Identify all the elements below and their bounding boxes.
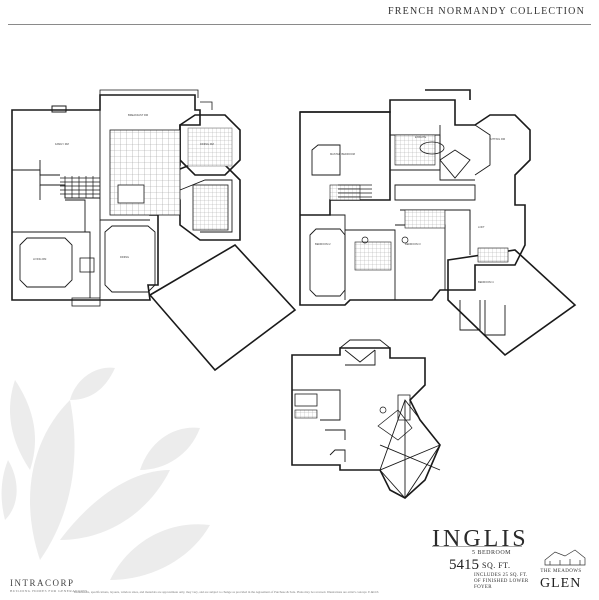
- includes-note: INCLUDES 25 SQ. FT. OF FINISHED LOWER FO…: [474, 573, 529, 590]
- svg-text:ENSUITE: ENSUITE: [415, 135, 427, 139]
- svg-text:BREAKFAST RM: BREAKFAST RM: [128, 113, 148, 117]
- main-floor-plan: [11, 89, 297, 372]
- bedroom-count: 5 BEDROOM: [472, 550, 512, 556]
- collection-title: FRENCH NORMANDY COLLECTION: [388, 6, 585, 17]
- legal-disclaimer: Dimensions, specifications, layouts, win…: [74, 590, 380, 594]
- svg-text:LIVING RM: LIVING RM: [33, 257, 46, 261]
- header-divider: [8, 24, 591, 25]
- loft-floor-plan: [291, 339, 441, 499]
- svg-text:LOFT: LOFT: [478, 225, 485, 229]
- leaf-decoration: [1, 367, 210, 580]
- model-name: INGLIS: [432, 526, 529, 552]
- builder-logo: INTRACORP: [10, 578, 75, 588]
- room-labels: FAMILY RM BREAKFAST RM DINING RM LIVING …: [33, 113, 505, 284]
- svg-text:FAMILY RM: FAMILY RM: [55, 142, 69, 146]
- svg-text:DINING: DINING: [120, 255, 129, 259]
- svg-text:MASTER BEDROOM: MASTER BEDROOM: [330, 152, 355, 156]
- community-name: GLEN: [540, 576, 582, 591]
- svg-text:BEDROOM 3: BEDROOM 3: [405, 242, 421, 246]
- builder-tagline: BUILDING HOMES FOR GENERATIONS: [10, 589, 88, 593]
- svg-text:DINING RM: DINING RM: [200, 142, 214, 146]
- svg-text:BEDROOM 2: BEDROOM 2: [315, 242, 331, 246]
- square-footage-unit: SQ. FT.: [482, 561, 511, 570]
- svg-text:BEDROOM 4: BEDROOM 4: [478, 280, 494, 284]
- title-divider: [432, 546, 522, 547]
- community-name-top: THE MEADOWS: [540, 569, 582, 574]
- community-logo-icon: [544, 549, 586, 566]
- upper-floor-plan: [299, 89, 577, 357]
- svg-text:SITTING RM: SITTING RM: [490, 137, 505, 141]
- square-footage: 5415: [449, 557, 479, 573]
